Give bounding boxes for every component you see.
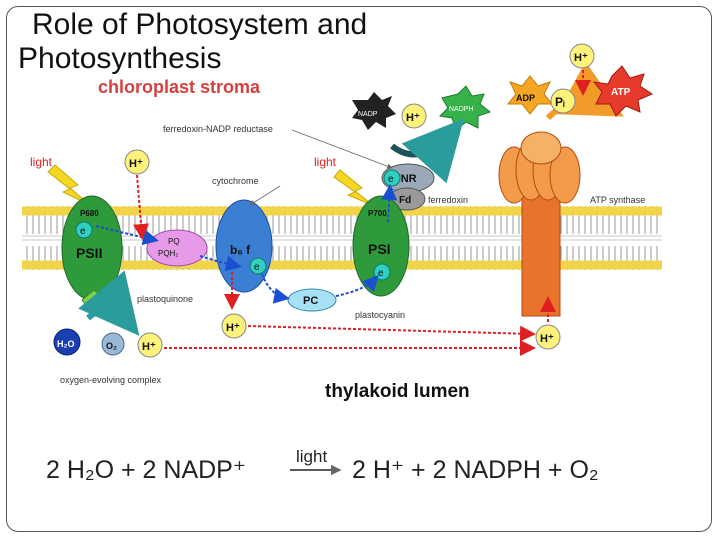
- cytochrome-pointer: [249, 185, 281, 206]
- electron-flow-arrow: [335, 275, 379, 297]
- electron-flow-arrow: [381, 184, 398, 223]
- slide-frame: [6, 6, 712, 532]
- svg-text:e: e: [80, 226, 86, 237]
- svg-text:PQH₂: PQH₂: [158, 249, 178, 258]
- equation-arrow-label: light: [296, 447, 327, 466]
- svg-text:P700: P700: [368, 209, 387, 218]
- title-line-1: Role of Photosystem and: [32, 8, 368, 41]
- hplus-bubble: H⁺: [124, 149, 150, 175]
- svg-text:ADP: ADP: [516, 93, 535, 103]
- svg-text:PC: PC: [303, 295, 318, 307]
- atp-arrow: [545, 61, 624, 121]
- hplus-bubble: H⁺: [221, 313, 247, 339]
- svg-text:NADP: NADP: [358, 111, 378, 118]
- plastocyanin: PC: [287, 288, 337, 312]
- svg-text:H⁺: H⁺: [142, 341, 156, 353]
- nadp-star: NADP: [352, 92, 396, 130]
- svg-text:H⁺: H⁺: [226, 322, 240, 334]
- svg-text:Fd: Fd: [399, 195, 411, 206]
- photosystem-i: P700 PSI: [352, 195, 410, 297]
- nadph-star: NADPH: [438, 85, 492, 131]
- proton-flow-arrow: [133, 174, 149, 240]
- svg-text:e: e: [388, 174, 394, 185]
- svg-text:H⁺: H⁺: [129, 158, 143, 170]
- svg-text:P680: P680: [80, 209, 99, 218]
- svg-text:H⁺: H⁺: [574, 52, 588, 64]
- photosystem-ii: P680 PSII: [61, 195, 123, 301]
- plastocyanin-label: plastocyanin: [355, 310, 405, 320]
- pi-bubble: Pᵢ: [550, 88, 576, 114]
- svg-text:H₂O: H₂O: [57, 339, 75, 349]
- ferredoxin-label: ferredoxin: [428, 195, 468, 205]
- atp-synthase-label: ATP synthase: [590, 195, 645, 205]
- light-label-2: light: [314, 155, 337, 169]
- fnr-pointer: [291, 129, 393, 169]
- water-bubble: H₂O: [53, 328, 81, 356]
- lightning-icon: [333, 169, 375, 207]
- fnr-label: ferredoxin-NADP reductase: [163, 124, 273, 134]
- lightning-icon: [47, 164, 91, 206]
- plastoquinone-pool: PQ PQH₂: [146, 229, 208, 267]
- plastoquinone-label: plastoquinone: [137, 294, 193, 304]
- electron-flow-arrow: [199, 255, 242, 272]
- svg-text:NADPH: NADPH: [449, 106, 474, 113]
- oec-label: oxygen-evolving complex: [60, 375, 162, 385]
- cytochrome-label: cytochrome: [212, 176, 259, 186]
- svg-text:ATP: ATP: [611, 87, 631, 98]
- svg-text:e: e: [254, 262, 260, 273]
- hplus-bubble: H⁺: [535, 324, 561, 350]
- electron-bubble: e: [383, 169, 401, 187]
- adp-star: ADP: [506, 75, 554, 115]
- svg-text:H⁺: H⁺: [540, 333, 554, 345]
- svg-text:O₂: O₂: [106, 341, 117, 351]
- hplus-bubble: H⁺: [569, 43, 595, 69]
- svg-text:Pᵢ: Pᵢ: [555, 95, 565, 109]
- oxygen-bubble: O₂: [101, 332, 125, 356]
- svg-text:e: e: [378, 268, 384, 279]
- title-line-2: Photosynthesis: [18, 42, 222, 75]
- atp-synthase: [498, 131, 581, 317]
- atp-star: ATP: [592, 65, 654, 117]
- water-split-arrow: [78, 270, 140, 336]
- svg-text:PSII: PSII: [76, 245, 102, 261]
- light-label-1: light: [30, 155, 53, 169]
- hplus-bubble: H⁺: [137, 332, 163, 358]
- svg-text:b₆ f: b₆ f: [230, 243, 251, 257]
- svg-text:H⁺: H⁺: [406, 112, 420, 124]
- equation-rhs: 2 H⁺ + 2 NADPH + O₂: [352, 456, 599, 484]
- proton-flow-arrow: [247, 325, 536, 342]
- electron-bubble: e: [249, 257, 267, 275]
- svg-text:PQ: PQ: [168, 237, 180, 246]
- electron-flow-arrow: [261, 273, 290, 304]
- svg-text:PSI: PSI: [368, 241, 391, 257]
- cytochrome-b6f: b₆ f: [215, 199, 273, 293]
- electron-bubble: e: [75, 221, 93, 239]
- electron-bubble: e: [373, 263, 391, 281]
- stroma-label: chloroplast stroma: [98, 77, 261, 97]
- hplus-bubble: H⁺: [401, 103, 427, 129]
- equation-lhs: 2 H₂O + 2 NADP⁺: [46, 456, 246, 484]
- fnr-reaction-arrow: [390, 118, 464, 184]
- overall-equation: 2 H₂O + 2 NADP⁺ light 2 H⁺ + 2 NADPH + O…: [46, 447, 599, 484]
- slide-title: Role of Photosystem and Photosynthesis: [18, 8, 367, 76]
- lumen-label: thylakoid lumen: [325, 381, 470, 402]
